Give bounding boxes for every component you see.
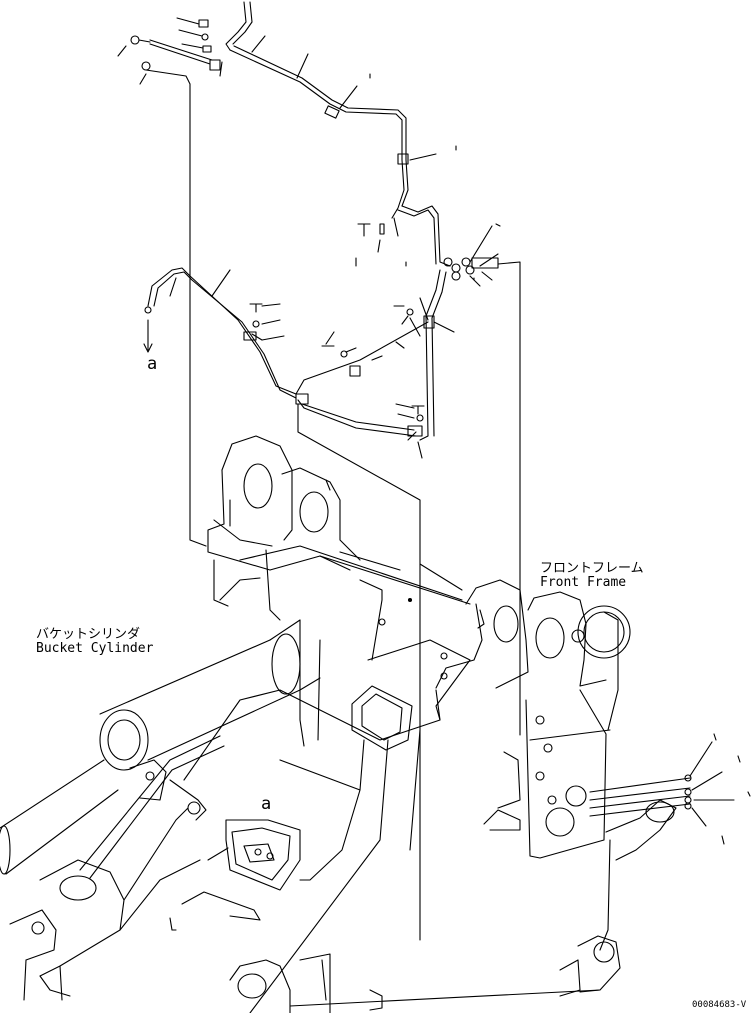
reference-letter-a-top: a — [147, 354, 158, 374]
drawing-number: 00084683-V — [692, 1000, 747, 1010]
front-frame-label-jp: フロントフレーム — [540, 561, 644, 576]
routing-leader-lines — [189, 83, 421, 941]
front-frame-label-en: Front Frame — [540, 575, 627, 590]
upper-tube-assembly — [117, 1, 521, 736]
reference-letter-a-bottom: a — [261, 794, 272, 814]
bucket-cylinder-label-en: Bucket Cylinder — [36, 641, 154, 656]
front-frame — [0, 435, 751, 1013]
bucket-cylinder-label-jp: バケットシリンダ — [36, 627, 141, 642]
